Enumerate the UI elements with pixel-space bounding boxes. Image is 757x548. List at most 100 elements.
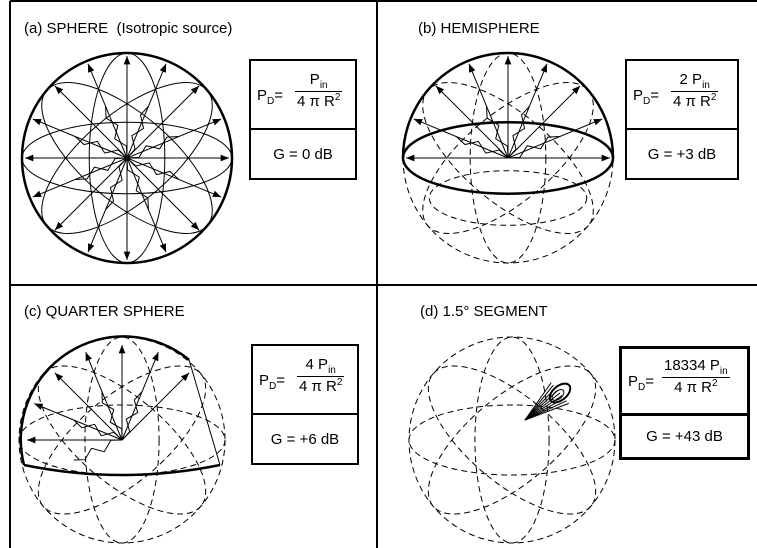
sphere-b-zigzag-3 xyxy=(455,136,509,159)
sphere-d-beam-line-7 xyxy=(524,400,567,421)
panel-a-density-formula: PD= Pin 4 π R2 xyxy=(251,61,355,128)
sphere-a-zigzag-3 xyxy=(74,136,128,159)
sphere-c-quarter-base xyxy=(23,463,221,477)
sphere-a-zigzag-0 xyxy=(126,136,179,159)
panel-c-denominator: 4 π R2 xyxy=(297,376,345,395)
sphere-a-ray-6-head xyxy=(54,85,64,95)
sphere-b-ray-1-head xyxy=(593,118,603,126)
sphere-a-zigzag-7 xyxy=(126,157,180,180)
panel-d-gain: G = +43 dB xyxy=(622,413,747,457)
panel-b-numerator: 2 Pin xyxy=(679,71,710,91)
sphere-d-beam-line-5 xyxy=(524,395,563,421)
sphere-b-ray-0-head xyxy=(601,154,610,162)
sphere-a-ray-10 xyxy=(54,157,128,231)
sphere-c-ray-5-head xyxy=(85,352,92,362)
sphere-c-quarter-outline xyxy=(19,335,190,466)
panel-c-numerator: 4 Pin xyxy=(305,356,336,376)
sphere-a-ray-1-head xyxy=(212,118,222,126)
sphere-a-ray-12-head xyxy=(123,251,131,260)
sphere-a-ray-11-head xyxy=(87,243,95,253)
sphere-d-beam-end xyxy=(548,382,572,404)
sphere-a-ray-3-head xyxy=(159,63,167,73)
sphere-a-ray-6 xyxy=(54,85,128,159)
sphere-a-ray-2 xyxy=(126,85,200,159)
sphere-d-beam-inner xyxy=(551,389,565,401)
sphere-d-great-circle-2 xyxy=(427,365,597,515)
panel-c-power-density-label: PD= xyxy=(259,372,286,392)
sphere-diagram-d xyxy=(408,336,616,544)
panel-a-denominator: 4 π R2 xyxy=(295,91,343,110)
sphere-c-ray-7-head xyxy=(34,403,44,410)
panel-c-formula-box: PD= 4 Pin 4 π R2 G = +6 dB xyxy=(251,344,359,465)
sphere-a-ray-15-head xyxy=(212,190,222,198)
panel-d-density-formula: PD= 18334 Pin 4 π R2 xyxy=(622,349,747,413)
sphere-b-lower-outline xyxy=(402,157,614,264)
sphere-b-ray-2 xyxy=(507,85,581,159)
sphere-b-ray-5-head xyxy=(468,63,476,73)
sphere-a-zigzag-2 xyxy=(105,106,128,159)
panel-d-power-density-label: PD= xyxy=(628,373,655,393)
panel-a-power-density-label: PD= xyxy=(257,87,284,107)
panel-d-denominator: 4 π R2 xyxy=(662,377,730,396)
panel-b-title: (b) HEMISPHERE xyxy=(418,20,540,37)
sphere-c-ray-4-head xyxy=(118,345,126,354)
sphere-diagram-b xyxy=(401,51,615,264)
sphere-diagram-c xyxy=(18,335,226,544)
sphere-b-zigzag-1 xyxy=(507,105,530,159)
sphere-c-great-circle-2 xyxy=(37,365,207,515)
sphere-b-ray-7-head xyxy=(413,118,423,126)
sphere-a-ray-13-head xyxy=(159,243,167,253)
sphere-c-ray-3 xyxy=(121,352,159,441)
sphere-c-ray-8-head xyxy=(27,436,36,444)
sphere-b-lower-band xyxy=(428,170,588,226)
sphere-d-beam-line-0 xyxy=(524,382,552,421)
panel-b-gain: G = +3 dB xyxy=(627,128,737,178)
sphere-diagram-a xyxy=(20,51,234,265)
sphere-b-ray-3-head xyxy=(540,63,548,73)
sphere-d-meridian xyxy=(474,336,550,544)
panel-c-density-formula: PD= 4 Pin 4 π R2 xyxy=(253,346,357,413)
panel-d-formula-box: PD= 18334 Pin 4 π R2 G = +43 dB xyxy=(619,346,750,460)
sphere-b-zigzag-0 xyxy=(507,136,560,159)
sphere-a-zigzag-5 xyxy=(105,157,128,211)
sphere-a-zigzag-1 xyxy=(126,105,149,159)
sphere-a-great-circle-1 xyxy=(41,82,213,234)
panel-c-gain: G = +6 dB xyxy=(253,413,357,463)
sphere-b-great-circle-2 xyxy=(422,82,594,234)
sphere-a-ray-2-head xyxy=(190,85,200,95)
panel-d-fraction: 18334 Pin 4 π R2 xyxy=(662,357,730,396)
panel-c-fraction: 4 Pin 4 π R2 xyxy=(297,356,345,395)
sphere-b-ray-4-head xyxy=(504,56,512,65)
panel-a-fraction: Pin 4 π R2 xyxy=(295,71,343,110)
panel-d-numerator: 18334 Pin xyxy=(664,357,728,377)
sphere-d-great-circle-1 xyxy=(427,365,597,515)
panel-c-title: (c) QUARTER SPHERE xyxy=(24,303,185,320)
sphere-b-zigzag-2 xyxy=(486,106,509,159)
sphere-c-ray-2-head xyxy=(180,372,190,382)
sphere-c-zigzag-2 xyxy=(101,391,123,441)
panel-b-denominator: 4 π R2 xyxy=(671,91,719,110)
sphere-c-ray-3-head xyxy=(152,352,159,362)
sphere-d-equator xyxy=(408,404,616,476)
sphere-a-ray-0-head xyxy=(220,154,229,162)
sphere-a-zigzag-4 xyxy=(75,157,128,180)
sphere-a-ray-7-head xyxy=(32,118,42,126)
panel-a-formula-box: PD= Pin 4 π R2 G = 0 dB xyxy=(249,59,357,180)
sphere-a-ray-14 xyxy=(126,157,200,231)
sphere-a-ray-10-head xyxy=(54,221,64,231)
sphere-d-outline xyxy=(408,336,616,544)
sphere-c-ray-2 xyxy=(121,372,190,441)
panel-b-formula-box: PD= 2 Pin 4 π R2 G = +3 dB xyxy=(625,59,739,180)
sphere-a-ray-4-head xyxy=(123,56,131,65)
sphere-d-beam-line-1 xyxy=(524,384,554,421)
sphere-a-ray-9-head xyxy=(32,190,42,198)
sphere-d-beam-line-4 xyxy=(524,392,561,421)
panel-b-power-density-label: PD= xyxy=(633,87,660,107)
sphere-c-zigzag-1 xyxy=(121,391,143,441)
sphere-d-beam-line-8 xyxy=(524,402,569,421)
panel-b-density-formula: PD= 2 Pin 4 π R2 xyxy=(627,61,737,128)
sphere-c-great-circle-1 xyxy=(37,365,207,515)
sphere-c-zigzag-4 xyxy=(73,439,123,461)
sphere-b-ray-2-head xyxy=(571,85,581,95)
sphere-c-zigzag-3 xyxy=(73,419,123,441)
